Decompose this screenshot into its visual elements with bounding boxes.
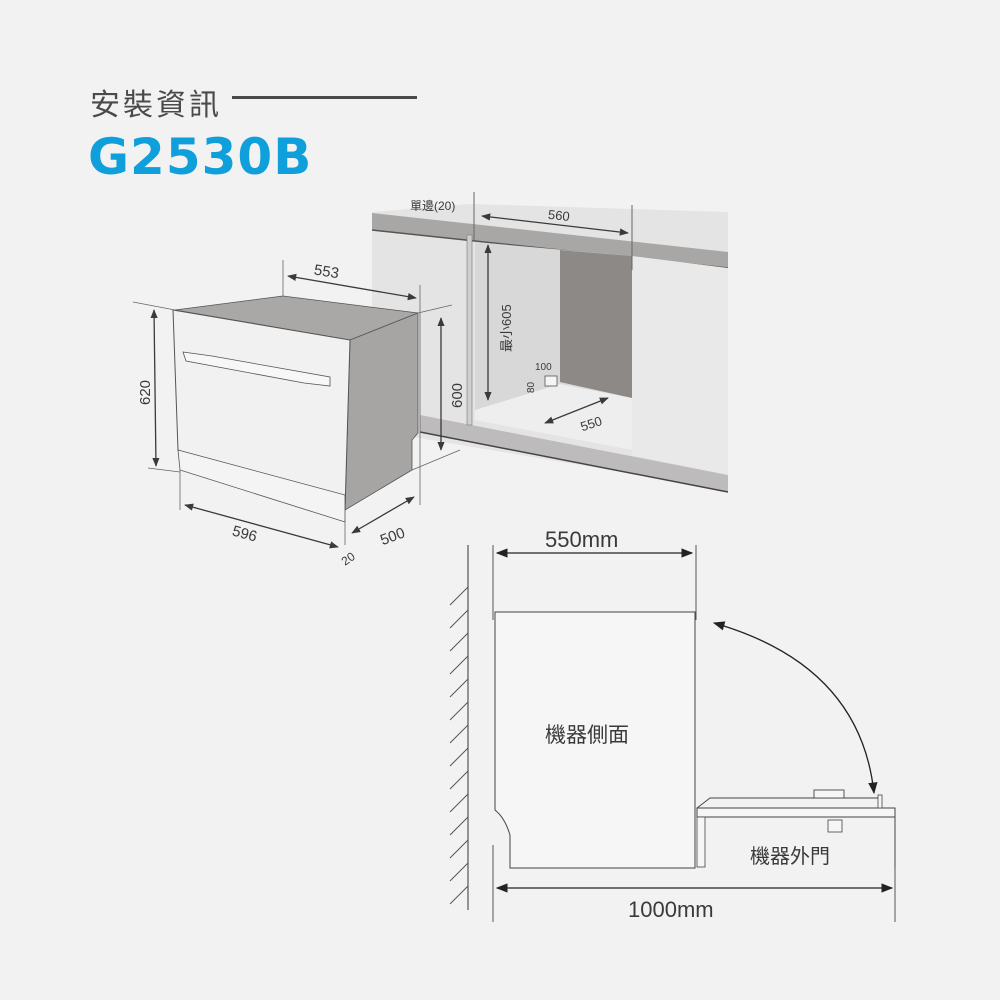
total-depth-label: 1000mm (628, 897, 714, 922)
depth-label: 500 (378, 524, 407, 549)
body-side-label: 機器側面 (545, 724, 629, 747)
side-clearance-label: 單邊(20) (410, 199, 455, 213)
total-height-label: 620 (137, 380, 154, 405)
title-rule (232, 96, 417, 99)
model-number: G2530B (88, 128, 313, 186)
door-thickness-label: 20 (339, 549, 358, 568)
cabinet-niche: 單邊(20) 560 最小605 100 80 550 (371, 192, 729, 493)
niche-depth-label: 550 (579, 413, 604, 434)
min-height-label: 最小605 (499, 304, 514, 352)
hole-width-label: 100 (535, 362, 552, 373)
section-title: 安裝資訊 (90, 88, 222, 123)
side-elevation: 550mm 機器側面 機器外門 1000mm (449, 527, 896, 922)
body-height-label: 600 (449, 383, 466, 408)
top-depth-label: 553 (313, 262, 340, 283)
door-label: 機器外門 (750, 845, 830, 868)
width-label: 596 (230, 523, 259, 546)
cabinet-width-label: 560 (547, 207, 570, 224)
appliance-3d: 620 553 600 596 20 500 (132, 260, 466, 568)
hole-height-label: 80 (526, 381, 537, 393)
side-depth-label: 550mm (545, 527, 618, 552)
